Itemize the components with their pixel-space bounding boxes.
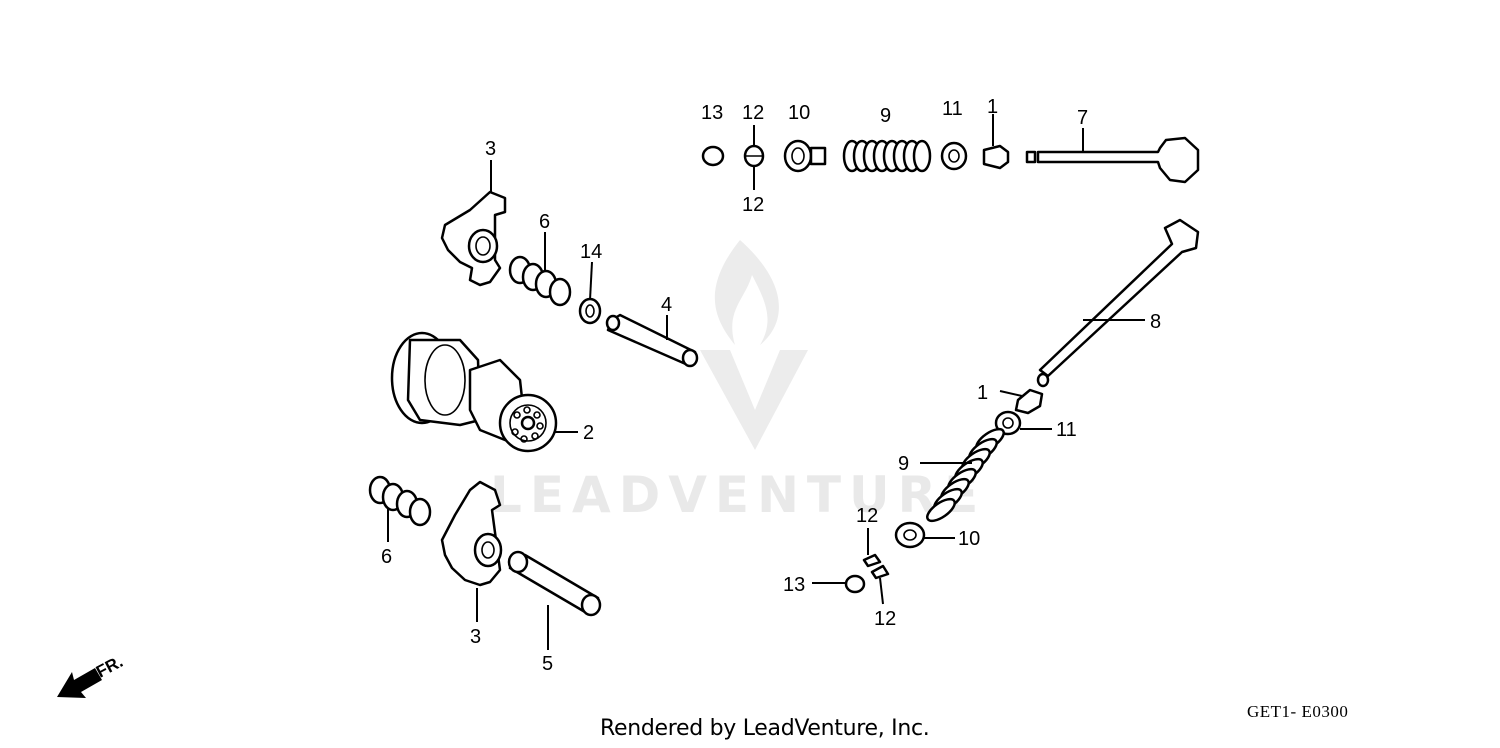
valve-cotter-cap-13-top[interactable] (701, 145, 725, 167)
camshaft-2[interactable] (390, 331, 558, 453)
callout-4[interactable]: 4 (661, 294, 672, 316)
watermark-v-icon (700, 350, 808, 450)
callout-12-top-lower[interactable]: 12 (742, 194, 764, 216)
valve-spring-9-diagonal[interactable] (924, 425, 1007, 525)
rocker-shaft-4[interactable] (605, 313, 699, 368)
leader-lines (387, 114, 1145, 650)
callout-6-upper[interactable]: 6 (539, 211, 550, 233)
front-direction-arrow: FR. (57, 652, 126, 698)
callout-1-diagonal[interactable]: 1 (977, 382, 988, 404)
spring-seat-11-top[interactable] (940, 141, 968, 171)
callout-10-diagonal[interactable]: 10 (958, 528, 980, 550)
callout-12-diagonal-lower[interactable]: 12 (874, 608, 896, 630)
rocker-arm-upper[interactable] (440, 190, 507, 287)
callout-7[interactable]: 7 (1077, 107, 1088, 129)
callout-1-top[interactable]: 1 (987, 96, 998, 118)
rocker-arm-lower[interactable] (440, 480, 503, 587)
callout-8[interactable]: 8 (1150, 311, 1161, 333)
callout-11-diagonal[interactable]: 11 (1056, 419, 1077, 441)
watermark: LEADVENTURE (490, 240, 986, 524)
callout-6-lower[interactable]: 6 (381, 546, 392, 568)
valve-spring-9-top[interactable] (842, 139, 932, 173)
arrow-left-icon (57, 668, 102, 698)
stem-seal-1-top[interactable] (982, 144, 1010, 170)
spring-retainer-10-diagonal[interactable] (894, 521, 926, 549)
watermark-flame-icon (714, 240, 779, 345)
spring-6-lower[interactable] (368, 475, 432, 527)
callout-9-diagonal[interactable]: 9 (898, 453, 909, 475)
rocker-shaft-5[interactable] (507, 550, 602, 617)
callout-2[interactable]: 2 (583, 422, 594, 444)
callout-3-upper[interactable]: 3 (485, 138, 496, 160)
callout-13-top[interactable]: 13 (701, 102, 723, 124)
cotter-12-top[interactable] (743, 144, 765, 168)
callout-13-diagonal[interactable]: 13 (783, 574, 805, 596)
callout-12-top-upper[interactable]: 12 (742, 102, 764, 124)
stem-seal-1-diagonal[interactable] (1014, 388, 1044, 415)
valve-cotter-cap-13-diagonal[interactable] (844, 574, 866, 594)
callout-10-top[interactable]: 10 (788, 102, 810, 124)
callout-11-top[interactable]: 11 (942, 98, 963, 120)
callouts: 13 12 12 10 9 11 1 7 3 6 14 4 2 6 3 5 8 … (381, 96, 1161, 675)
callout-3-lower[interactable]: 3 (470, 626, 481, 648)
spring-retainer-10-top[interactable] (783, 139, 827, 173)
watermark-text: LEADVENTURE (490, 466, 986, 524)
spring-6-upper[interactable] (508, 255, 572, 307)
cotter-12-diagonal[interactable] (862, 553, 890, 580)
callout-5[interactable]: 5 (542, 653, 553, 675)
intake-valve-8[interactable] (1036, 218, 1200, 388)
callout-9-top[interactable]: 9 (880, 105, 891, 127)
exhaust-valve-7[interactable] (1025, 136, 1200, 184)
callout-12-diagonal-upper[interactable]: 12 (856, 505, 878, 527)
washer-14[interactable] (578, 297, 602, 325)
callout-14[interactable]: 14 (580, 241, 602, 263)
diagram-code: GET1- E0300 (1247, 702, 1349, 721)
footer-rendered-by: Rendered by LeadVenture, Inc. (600, 716, 930, 741)
